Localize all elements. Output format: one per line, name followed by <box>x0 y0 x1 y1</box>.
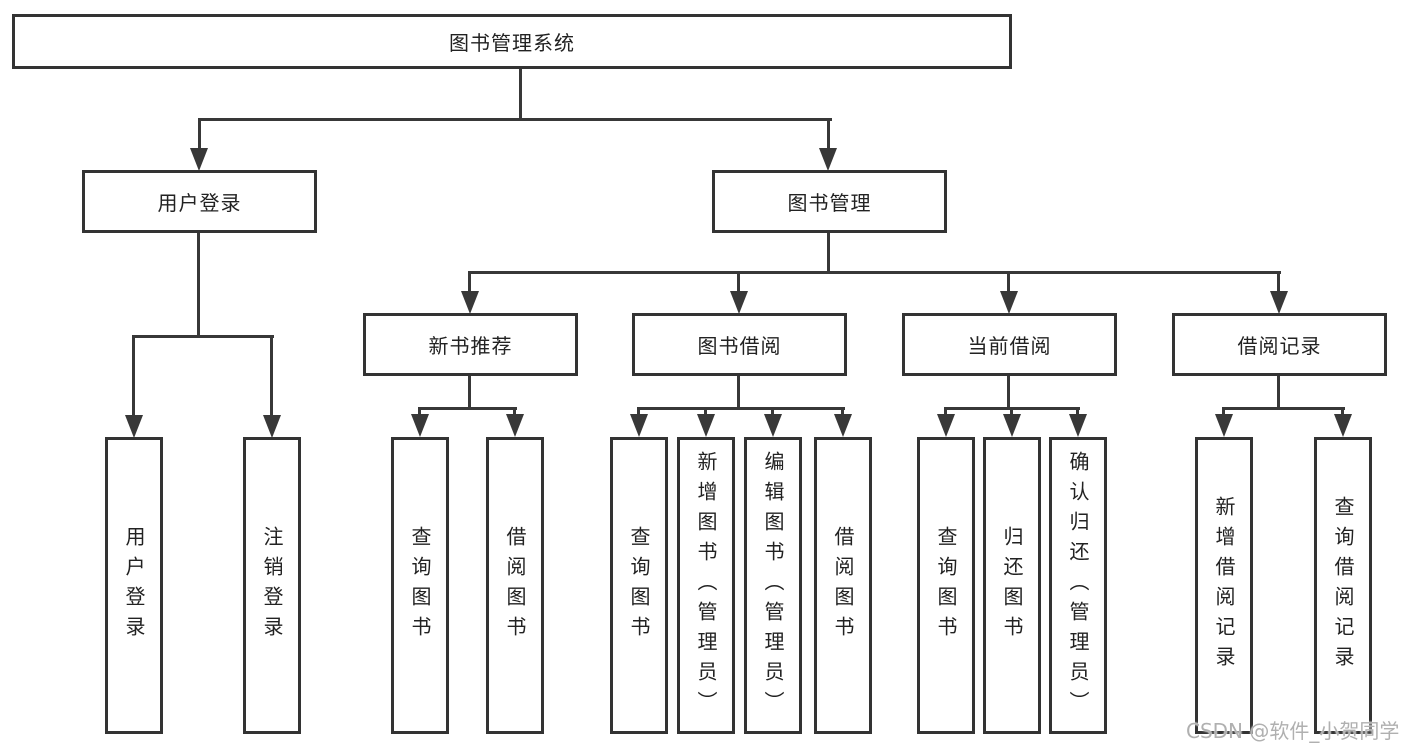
leaf-borrow-books: 借阅图书 <box>814 437 872 734</box>
arrow-down-icon <box>764 414 782 437</box>
node-label: 当前借阅 <box>967 334 1052 358</box>
leaf-label: 确认归还（管理员） <box>1066 450 1090 721</box>
connector-line <box>198 118 201 150</box>
arrow-down-icon <box>834 414 852 437</box>
connector-line <box>468 271 1281 274</box>
leaf-label: 查询借阅记录 <box>1331 495 1355 676</box>
leaf-logout: 注销登录 <box>243 437 301 734</box>
arrow-down-icon <box>697 414 715 437</box>
leaf-label: 新增借阅记录 <box>1212 495 1236 676</box>
leaf-label: 用户登录 <box>122 525 146 646</box>
connector-line <box>637 407 640 416</box>
connector-line <box>418 407 421 416</box>
connector-line <box>468 271 471 293</box>
leaf-query-borrow-record: 查询借阅记录 <box>1314 437 1372 734</box>
node-book-borrowing: 图书借阅 <box>632 313 847 376</box>
leaf-borrow-books-recommend: 借阅图书 <box>486 437 544 734</box>
connector-line <box>513 407 516 416</box>
leaf-return-books: 归还图书 <box>983 437 1041 734</box>
connector-line <box>827 233 830 274</box>
leaf-label: 借阅图书 <box>503 525 527 646</box>
leaf-label: 归还图书 <box>1000 525 1024 646</box>
arrow-down-icon <box>461 291 479 314</box>
connector-line <box>841 407 844 416</box>
connector-line <box>468 376 471 409</box>
connector-line <box>519 69 522 121</box>
leaf-query-books-borrowing: 查询图书 <box>610 437 668 734</box>
leaf-label: 借阅图书 <box>831 525 855 646</box>
node-borrowing-records: 借阅记录 <box>1172 313 1387 376</box>
node-current-borrowing: 当前借阅 <box>902 313 1117 376</box>
node-label: 新书推荐 <box>428 334 513 358</box>
leaf-add-borrow-record: 新增借阅记录 <box>1195 437 1253 734</box>
connector-line <box>737 376 740 409</box>
arrow-down-icon <box>819 148 837 171</box>
arrow-down-icon <box>1334 414 1352 437</box>
leaf-query-books-recommend: 查询图书 <box>391 437 449 734</box>
node-user-login: 用户登录 <box>82 170 317 233</box>
connector-line <box>637 407 845 410</box>
csdn-watermark: CSDN @软件_小贺同学 <box>1186 719 1400 743</box>
leaf-confirm-return-admin: 确认归还（管理员） <box>1049 437 1107 734</box>
arrow-down-icon <box>730 291 748 314</box>
arrow-down-icon <box>937 414 955 437</box>
node-label: 借阅记录 <box>1237 334 1322 358</box>
arrow-down-icon <box>263 415 281 438</box>
arrow-down-icon <box>1270 291 1288 314</box>
arrow-down-icon <box>190 148 208 171</box>
node-label: 图书管理系统 <box>449 31 575 55</box>
node-label: 图书借阅 <box>697 334 782 358</box>
node-label: 图书管理 <box>787 191 872 215</box>
connector-line <box>1007 376 1010 409</box>
connector-line <box>1341 407 1344 416</box>
connector-line <box>1222 407 1345 410</box>
connector-line <box>1007 271 1010 293</box>
node-label: 用户登录 <box>157 191 242 215</box>
arrow-down-icon <box>1215 414 1233 437</box>
arrow-down-icon <box>411 414 429 437</box>
leaf-label: 编辑图书（管理员） <box>761 450 785 721</box>
node-library-management-system: 图书管理系统 <box>12 14 1012 69</box>
connector-line <box>1076 407 1079 416</box>
node-book-management: 图书管理 <box>712 170 947 233</box>
leaf-user-login: 用户登录 <box>105 437 163 734</box>
arrow-down-icon <box>1000 291 1018 314</box>
leaf-add-books-admin: 新增图书（管理员） <box>677 437 735 734</box>
leaf-label: 查询图书 <box>408 525 432 646</box>
connector-line <box>1222 407 1225 416</box>
arrow-down-icon <box>125 415 143 438</box>
connector-line <box>198 118 832 121</box>
connector-line <box>771 407 774 416</box>
connector-line <box>418 407 517 410</box>
arrow-down-icon <box>1069 414 1087 437</box>
connector-line <box>827 118 830 150</box>
arrow-down-icon <box>630 414 648 437</box>
leaf-label: 查询图书 <box>934 525 958 646</box>
connector-line <box>132 335 274 338</box>
leaf-edit-books-admin: 编辑图书（管理员） <box>744 437 802 734</box>
leaf-label: 查询图书 <box>627 525 651 646</box>
connector-line <box>704 407 707 416</box>
connector-line <box>197 233 200 338</box>
connector-line <box>737 271 740 293</box>
connector-line <box>1277 271 1280 293</box>
arrow-down-icon <box>506 414 524 437</box>
connector-line <box>944 407 947 416</box>
node-new-book-recommendation: 新书推荐 <box>363 313 578 376</box>
leaf-label: 新增图书（管理员） <box>694 450 718 721</box>
arrow-down-icon <box>1003 414 1021 437</box>
connector-line <box>1277 376 1280 409</box>
leaf-query-books-current: 查询图书 <box>917 437 975 734</box>
connector-line <box>270 335 273 417</box>
connector-line <box>132 335 135 417</box>
connector-line <box>1010 407 1013 416</box>
leaf-label: 注销登录 <box>260 525 284 646</box>
